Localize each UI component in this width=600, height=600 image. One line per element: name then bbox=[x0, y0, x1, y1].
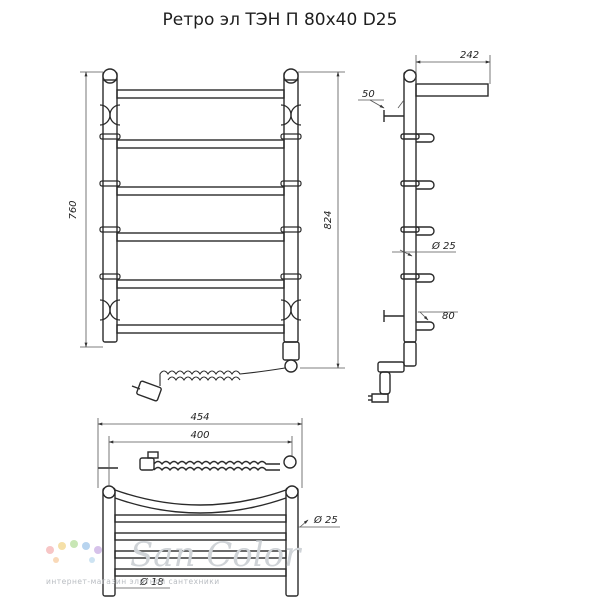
watermark-dots-icon bbox=[46, 540, 102, 563]
front-view bbox=[99, 68, 302, 402]
side-view bbox=[368, 69, 489, 403]
top-view bbox=[98, 451, 299, 597]
watermark-brand: San Color bbox=[130, 535, 302, 575]
watermark: San Color интернет-магазин элитной санте… bbox=[46, 535, 302, 586]
drawing-title: Ретро эл ТЭН П 80x40 D25 bbox=[162, 10, 398, 30]
front-rungs bbox=[116, 89, 285, 334]
watermark-tagline: интернет-магазин элитной сантехники bbox=[46, 577, 220, 586]
dim-total-height: 824 bbox=[323, 210, 334, 229]
rung bbox=[116, 324, 285, 334]
rung bbox=[116, 232, 285, 242]
dim-front-height: 760 bbox=[68, 200, 79, 219]
dim-side-offset: 50 bbox=[362, 89, 375, 100]
rung bbox=[116, 89, 285, 99]
rung bbox=[116, 139, 285, 149]
heater-knob bbox=[284, 359, 298, 373]
front-left-knob bbox=[102, 68, 118, 84]
dim-side-depth: 242 bbox=[460, 50, 479, 61]
heater-cable bbox=[159, 367, 286, 386]
side-post bbox=[403, 71, 417, 343]
rung bbox=[116, 279, 285, 289]
front-collars bbox=[99, 133, 302, 280]
side-top-arm bbox=[415, 83, 489, 97]
dim-top-inner-width: 400 bbox=[190, 430, 209, 441]
heater-housing bbox=[282, 341, 300, 361]
side-dimensions bbox=[358, 55, 491, 321]
dim-top-diameter: Ø 25 bbox=[313, 514, 338, 526]
dim-side-diameter: Ø 25 bbox=[431, 240, 456, 252]
dim-bottom-diameter: Ø 18 bbox=[139, 576, 164, 588]
dim-side-mount: 80 bbox=[442, 311, 455, 322]
front-wall-mounts bbox=[99, 104, 302, 321]
front-dimensions bbox=[80, 71, 345, 369]
heater-plug bbox=[136, 380, 162, 402]
rung bbox=[116, 186, 285, 196]
top-dimensions bbox=[97, 418, 340, 589]
front-right-knob bbox=[283, 68, 299, 84]
dim-top-width: 454 bbox=[190, 412, 209, 423]
